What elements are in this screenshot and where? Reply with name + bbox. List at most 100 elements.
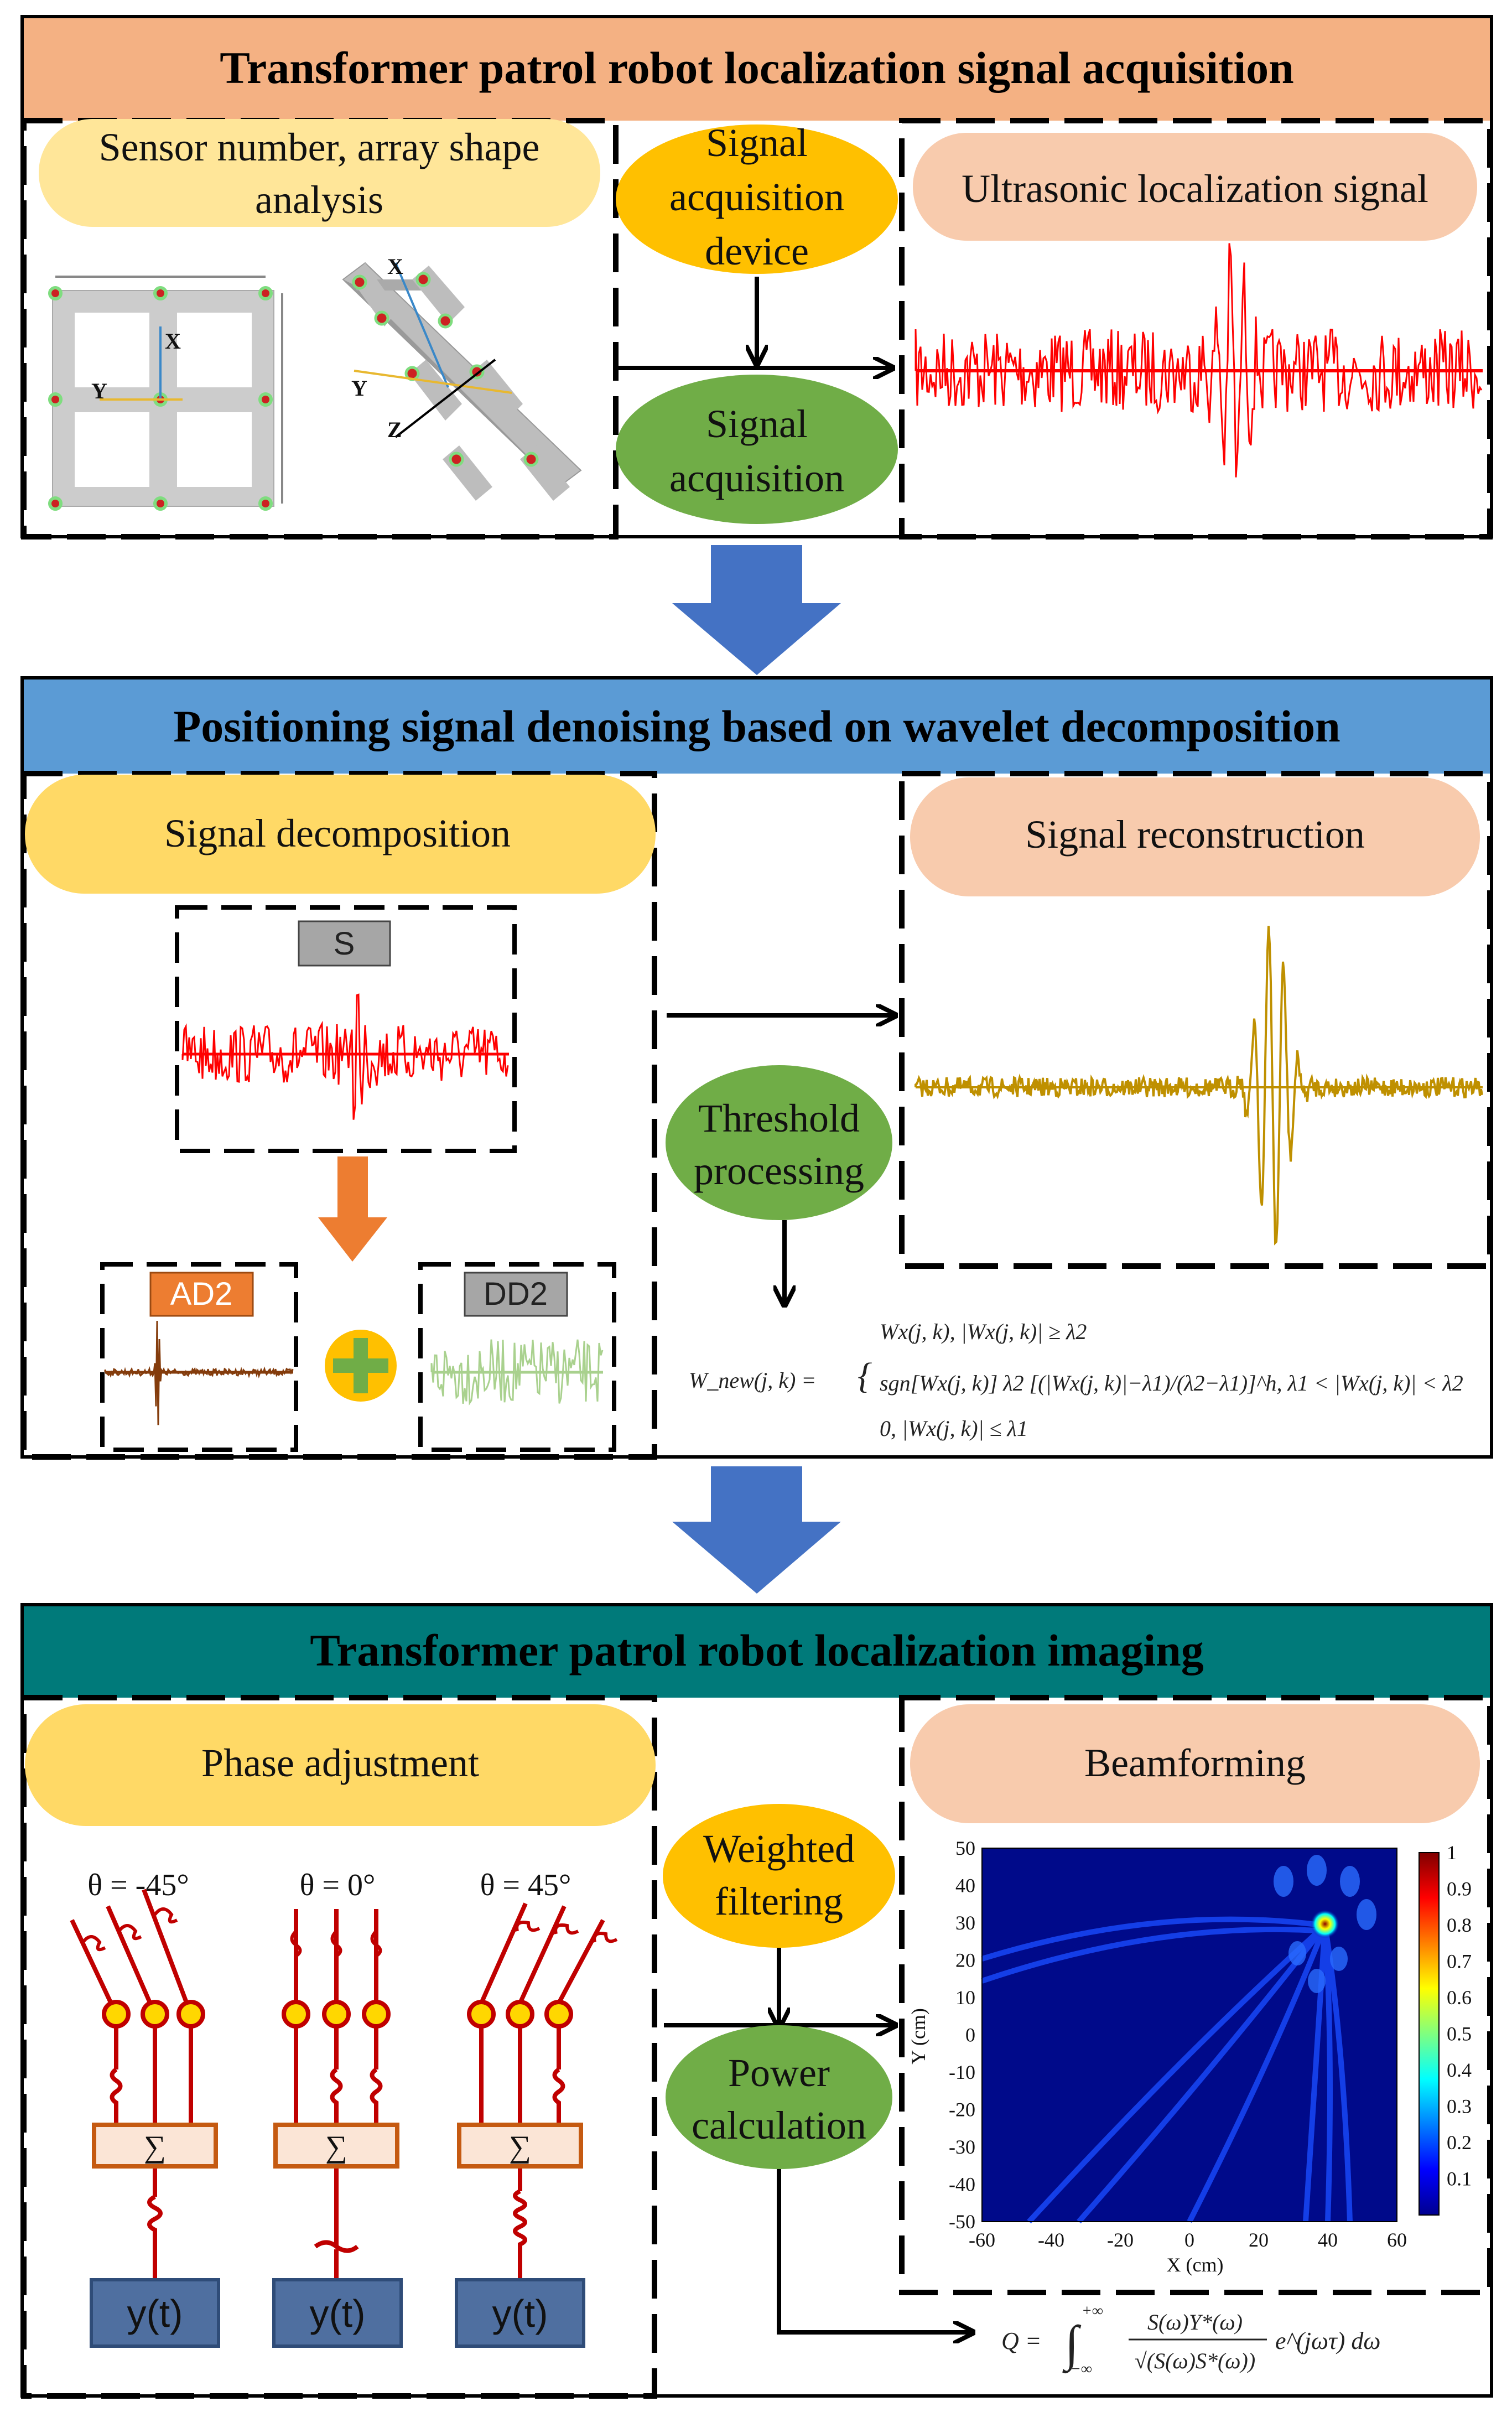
eq-case1: Wx(j, k), |Wx(j, k)| ≥ λ2 <box>880 1319 1087 1344</box>
peq-tail: e^(jωτ) dω <box>1275 2327 1381 2354</box>
signal-decomposition-label: Signal decomposition <box>164 811 511 855</box>
sensor-analysis-line1: Sensor number, array shape <box>99 125 540 169</box>
theta-0: θ = 0° <box>300 1868 376 1902</box>
heatmap-xtick: 0 <box>1184 2229 1194 2251</box>
eq-lhs: W_new(j, k) = <box>689 1368 816 1393</box>
3d-axis-y: Y <box>351 376 367 401</box>
power-line2: calculation <box>692 2103 866 2148</box>
peq-denominator: √(S(ω)S*(ω)) <box>1135 2348 1255 2373</box>
peq-upper: +∞ <box>1082 2302 1103 2320</box>
sum-symbol-2: ∑ <box>325 2130 347 2164</box>
sensor-analysis-line2: analysis <box>255 178 383 222</box>
colorbar-tick: 0.9 <box>1447 1878 1472 1900</box>
phase-adjustment-label: Phase adjustment <box>201 1741 479 1785</box>
eq-case3: 0, |Wx(j, k)| ≤ λ1 <box>880 1416 1028 1441</box>
colorbar-tick: 0.3 <box>1447 2095 1472 2118</box>
section-denoising: Positioning signal denoising based on wa… <box>20 676 1493 1460</box>
threshold-equation: W_new(j, k) = { Wx(j, k), |Wx(j, k)| ≥ λ… <box>689 1319 1463 1441</box>
heatmap-ytick: 20 <box>955 1949 975 1972</box>
ultrasonic-signal-pill <box>913 133 1477 241</box>
signal-reconstruction-pill <box>910 777 1480 896</box>
ad2-waveform <box>104 1320 294 1425</box>
s-tag <box>298 920 391 967</box>
phase-adjustment-pill <box>25 1704 656 1826</box>
ultrasonic-waveform <box>915 243 1483 478</box>
heatmap-xtick: -60 <box>969 2229 995 2251</box>
sum-symbol-1: ∑ <box>144 2130 166 2164</box>
colorbar-tick: 0.5 <box>1447 2023 1472 2045</box>
beamforming-label: Beamforming <box>1084 1741 1306 1785</box>
heatmap-ytick: -30 <box>949 2136 975 2158</box>
section-imaging-title: Transformer patrol robot localization im… <box>310 1625 1204 1676</box>
peq-integral: ∫ <box>1062 2316 1082 2374</box>
section-acquisition: Transformer patrol robot localization si… <box>20 15 1493 540</box>
section-acquisition-title: Transformer patrol robot localization si… <box>220 43 1293 93</box>
heatmap-ytick: 10 <box>955 1986 975 2009</box>
power-equation: Q = ∫ +∞ −∞ S(ω)Y*(ω) √(S(ω)S*(ω)) e^(jω… <box>1001 2302 1381 2378</box>
power-calculation-pill <box>666 2025 892 2169</box>
sensor-array-planar-figure: X Y <box>48 276 283 511</box>
heatmap-xtick: 20 <box>1249 2229 1269 2251</box>
weighted-line1: Weighted <box>703 1827 855 1871</box>
eq-brace: { <box>858 1356 872 1396</box>
section-denoising-title: Positioning signal denoising based on wa… <box>173 701 1340 751</box>
colorbar-tick: 0.4 <box>1447 2059 1472 2081</box>
acquisition-line2: acquisition <box>669 456 844 500</box>
flow-arrow-2 <box>672 1466 841 1594</box>
planar-axis-x: X <box>165 329 181 354</box>
output-y-1: y(t) <box>127 2292 183 2335</box>
3d-axis-x: X <box>387 254 403 279</box>
weighted-filtering-pill <box>663 1804 895 1948</box>
theta-minus45: θ = -45° <box>87 1868 189 1902</box>
device-line2: acquisition <box>669 175 844 219</box>
peq-lhs: Q = <box>1001 2327 1041 2354</box>
output-y-2: y(t) <box>309 2292 365 2335</box>
heatmap-xtick: -40 <box>1038 2229 1064 2251</box>
3d-axis-z: Z <box>387 417 402 442</box>
heatmap-ytick: 30 <box>955 1912 975 1934</box>
power-line1: Power <box>728 2051 830 2095</box>
signal-reconstruction-label: Signal reconstruction <box>1025 812 1365 857</box>
phase-array-group-3: θ = 45° ∑ y(t) <box>455 1868 618 2348</box>
section-denoising-header <box>24 679 1490 774</box>
dd2-tag <box>464 1272 568 1317</box>
signal-acquisition-device-pill <box>616 125 898 274</box>
phase-array-group-2: θ = 0° ∑ <box>272 1868 403 2348</box>
heatmap-ytick: -10 <box>949 2061 975 2083</box>
signal-acquisition-pill <box>616 375 898 524</box>
section-imaging: Transformer patrol robot localization im… <box>20 1603 1493 2399</box>
heatmap-xtick: 60 <box>1387 2229 1407 2251</box>
section-acquisition-header <box>24 18 1490 121</box>
heatmap-xlabel: X (cm) <box>1167 2254 1224 2276</box>
section-imaging-header <box>24 1606 1490 1698</box>
reconstructed-waveform <box>915 926 1483 1246</box>
ultrasonic-signal-label: Ultrasonic localization signal <box>962 167 1428 211</box>
ad2-tag <box>149 1272 254 1317</box>
s-waveform <box>181 993 509 1120</box>
device-line3: device <box>705 229 809 273</box>
threshold-line2: processing <box>694 1149 864 1193</box>
peq-lower: −∞ <box>1071 2361 1092 2378</box>
heatmap-ylabel: Y (cm) <box>907 2008 929 2065</box>
peq-numerator: S(ω)Y*(ω) <box>1147 2310 1243 2335</box>
dd2-tag-label: DD2 <box>484 1276 548 1312</box>
ad2-tag-label: AD2 <box>170 1276 233 1312</box>
heatmap-xtick: 40 <box>1318 2229 1338 2251</box>
flow-arrow-1 <box>672 545 841 675</box>
colorbar-tick: 0.2 <box>1447 2131 1472 2154</box>
plus-icon <box>354 1338 368 1393</box>
acquisition-line1: Signal <box>706 402 808 446</box>
output-y-3: y(t) <box>492 2292 548 2335</box>
colorbar-tick: 0.6 <box>1447 1986 1472 2009</box>
colorbar-tick: 1 <box>1447 1842 1457 1864</box>
eq-case2: sgn[Wx(j, k)] λ2 [(|Wx(j, k)|−λ1)/(λ2−λ1… <box>880 1371 1463 1396</box>
decompose-arrow <box>318 1156 387 1262</box>
source-hotspot <box>1311 1910 1339 1938</box>
device-line1: Signal <box>706 121 808 165</box>
sensor-array-3d-figure: X Y Z <box>342 254 582 501</box>
heatmap-ytick: 50 <box>955 1837 975 1859</box>
colorbar-tick: 0.7 <box>1447 1951 1472 1973</box>
heatmap-ytick: 0 <box>965 2024 975 2046</box>
